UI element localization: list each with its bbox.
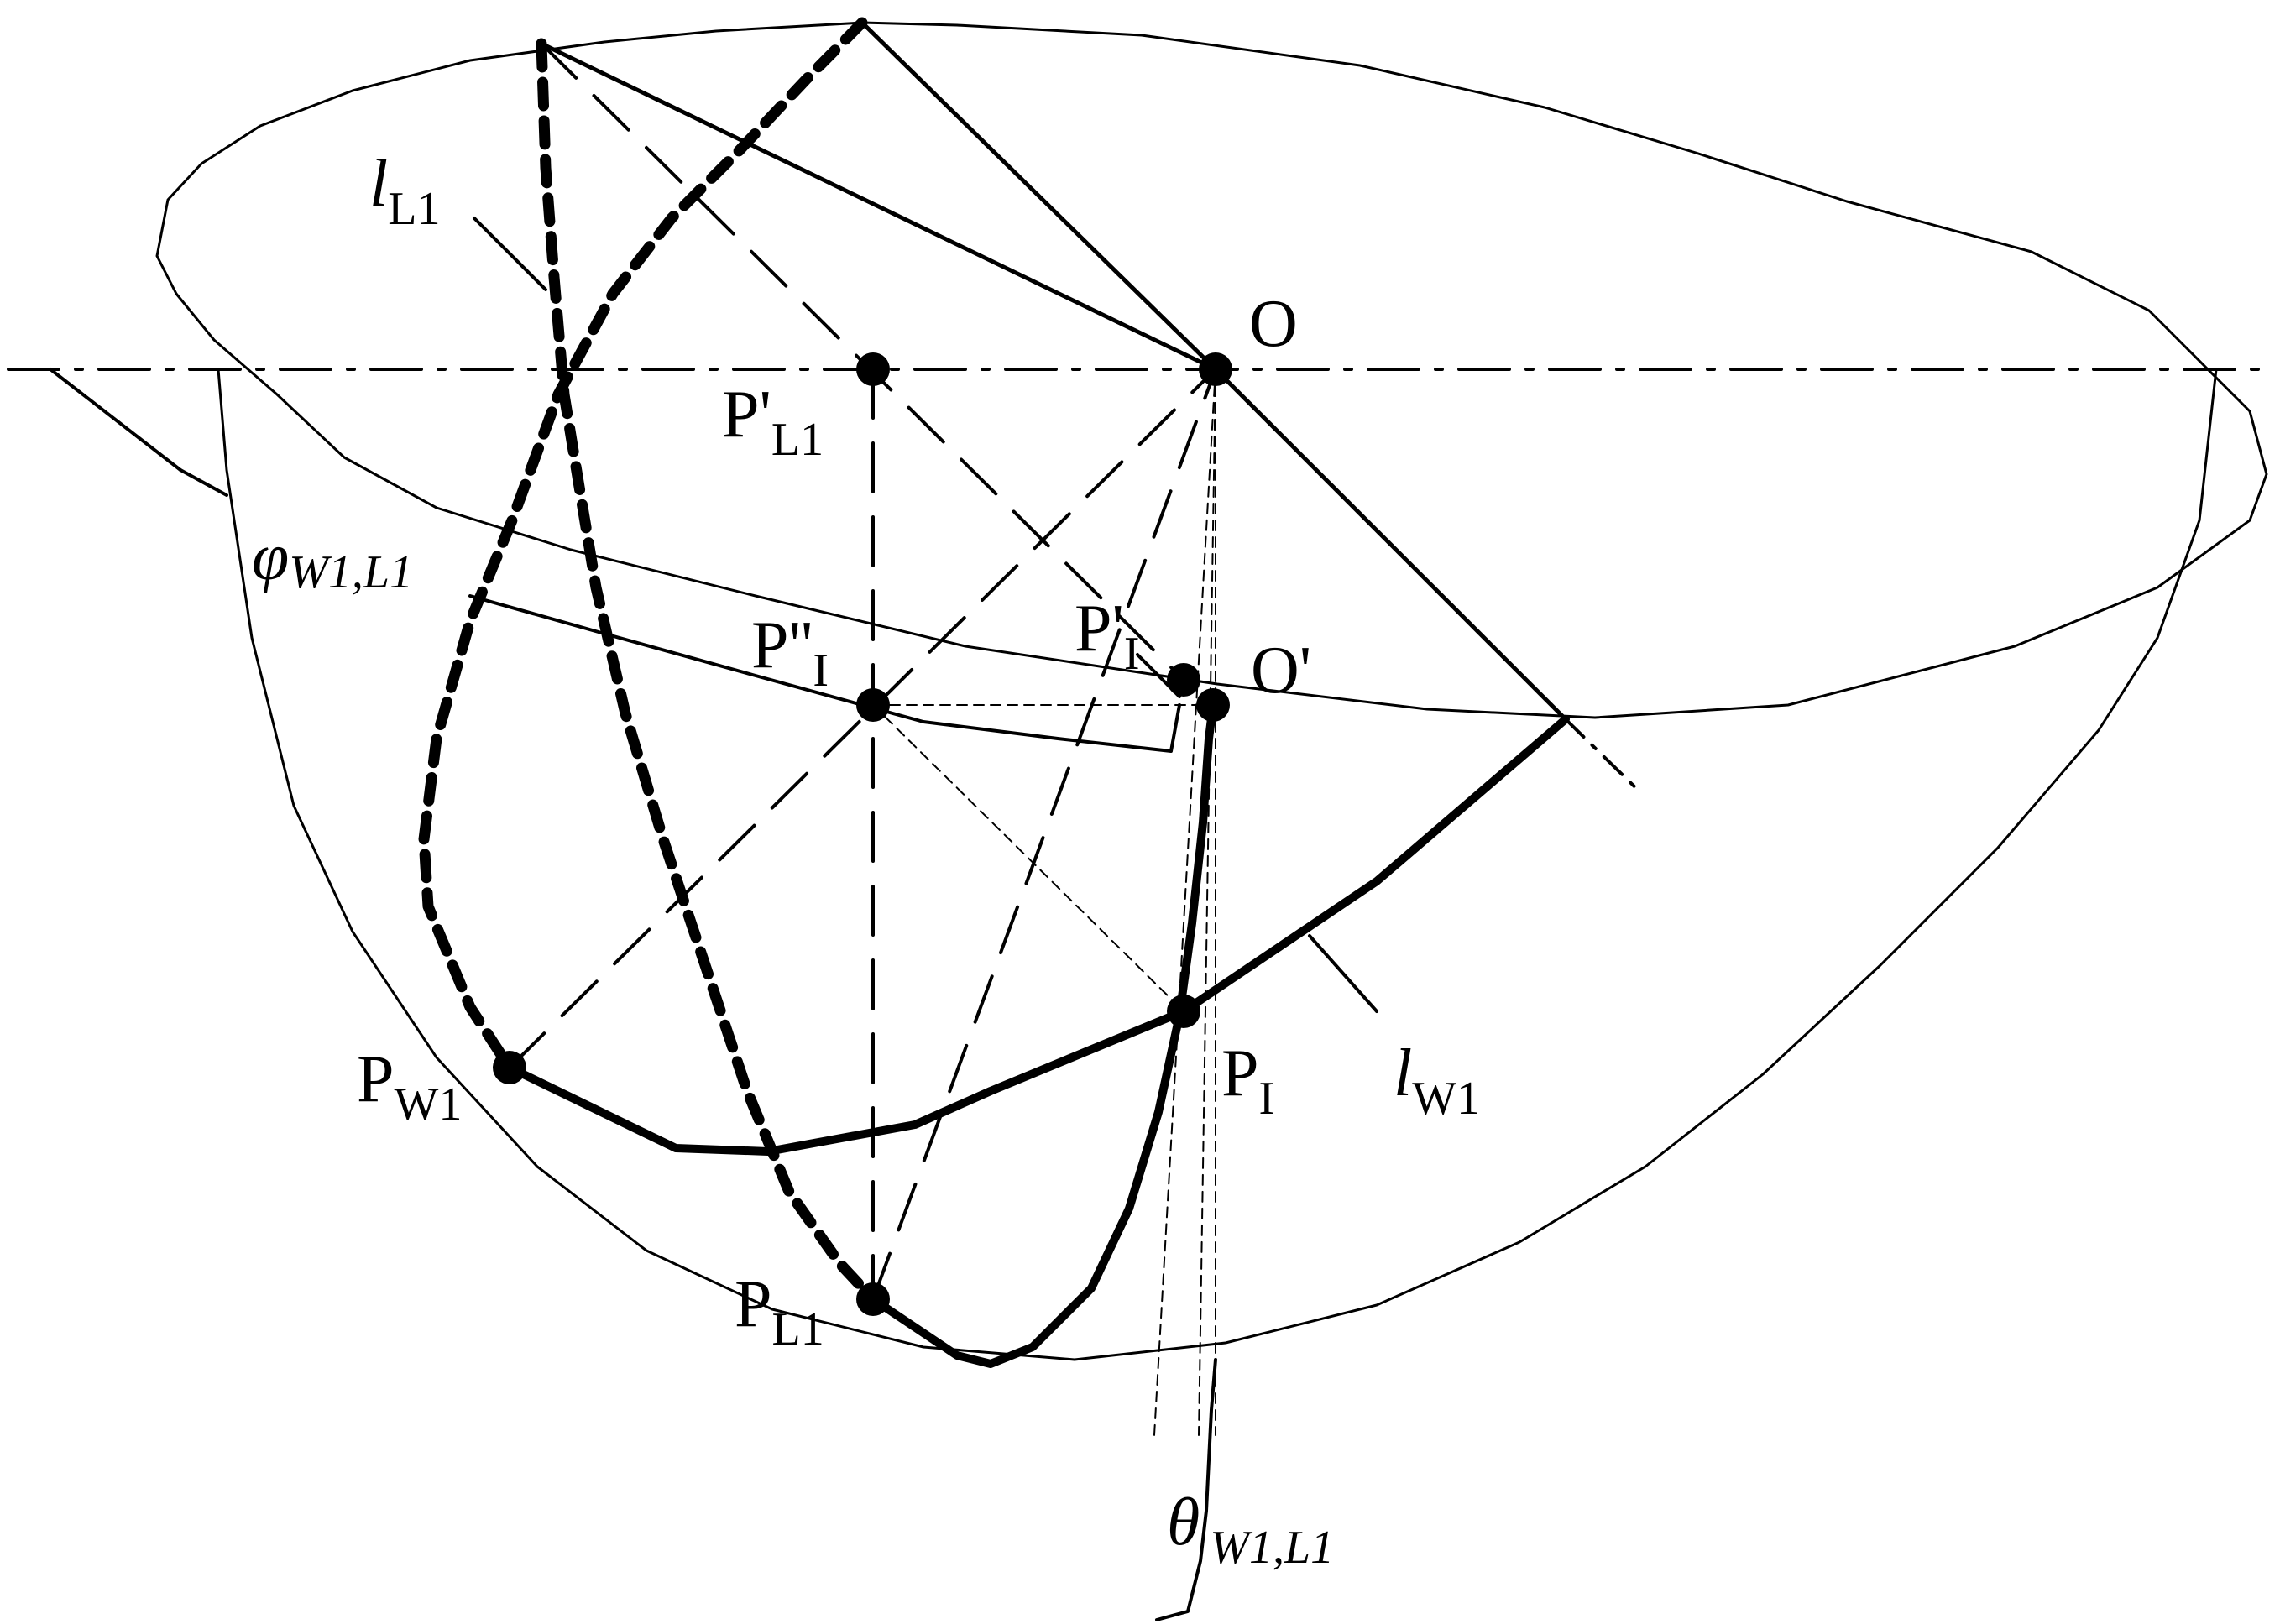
label-P-prime-L1: P'L1 (722, 378, 824, 466)
label-l-W1: lW1 (1394, 1037, 1480, 1125)
label-P-I: PI (1221, 1037, 1274, 1125)
line-O-down-right (1213, 367, 1568, 722)
l-L1-pointer (473, 217, 547, 291)
P-curve (869, 701, 1217, 1368)
line-top-right-to-O (860, 20, 1218, 372)
point-P-prime-I (1167, 663, 1200, 697)
label-P-W1: PW1 (357, 1042, 462, 1131)
point-P-prime-L1 (856, 352, 890, 386)
point-P-double-prime-I (856, 688, 890, 722)
hemisphere-arc (217, 368, 2218, 1361)
theta-line-1 (1153, 368, 1216, 1436)
line-top-left-to-O (539, 41, 1218, 372)
label-O-prime: O' (1251, 634, 1311, 708)
label-phi: φW1,L1 (252, 520, 413, 598)
point-O-prime (1196, 688, 1230, 722)
l-W1-curve (505, 715, 1570, 1156)
theta-arc (1155, 1358, 1217, 1621)
rim-ellipse (155, 21, 2268, 719)
point-P-I (1167, 995, 1200, 1028)
axis-ext-dashdot (1564, 718, 1643, 795)
phi-pointer-tail (179, 468, 228, 497)
label-O: O (1249, 287, 1298, 361)
dashed-PL1-to-O (871, 368, 1217, 1301)
dashed-PW1-to-O (508, 368, 1217, 1069)
l-W1-pointer (1308, 934, 1378, 1013)
label-P-L1: PL1 (735, 1267, 824, 1355)
l-L1-curve (536, 38, 879, 1305)
label-P-double-prime-I: P''I (751, 608, 829, 697)
label-P-prime-I: P'I (1075, 592, 1140, 680)
label-l-L1: lL1 (369, 147, 440, 235)
theta-line-2 (1198, 368, 1216, 1436)
point-P-W1 (493, 1051, 526, 1084)
point-P-L1 (856, 1282, 890, 1316)
phi-pointer (49, 368, 182, 472)
point-O (1199, 352, 1232, 386)
l-W1-back-curve (418, 17, 868, 1073)
thin-dash-to-PI (872, 704, 1184, 1012)
